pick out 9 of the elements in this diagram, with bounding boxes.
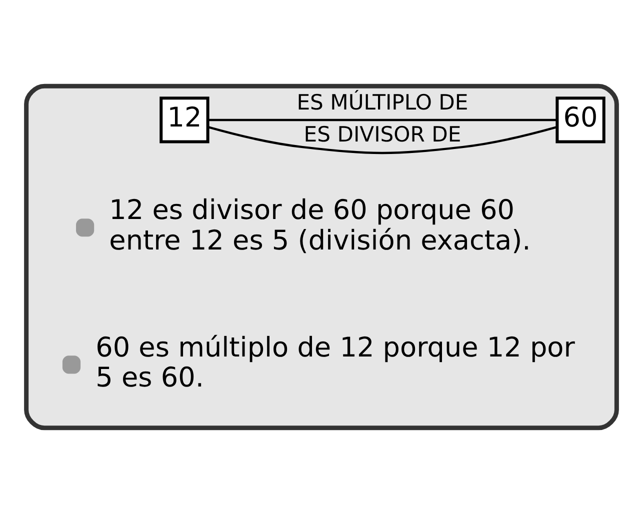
- connector: [208, 118, 558, 121]
- edge-label: ES MÚLTIPLO DE: [296, 89, 468, 114]
- cluster: [24, 83, 619, 430]
- node-box: 12: [160, 96, 210, 143]
- label: 12 es divisor de 60 porque 60 entre 12 es 5 (división exacta).: [109, 194, 531, 256]
- edge-label: ES DIVISOR DE: [304, 120, 462, 146]
- label: 60 es múltiplo de 12 porque 12 por 5 es 60.: [96, 332, 575, 393]
- connector: [208, 125, 558, 154]
- node-box: 60: [556, 96, 606, 143]
